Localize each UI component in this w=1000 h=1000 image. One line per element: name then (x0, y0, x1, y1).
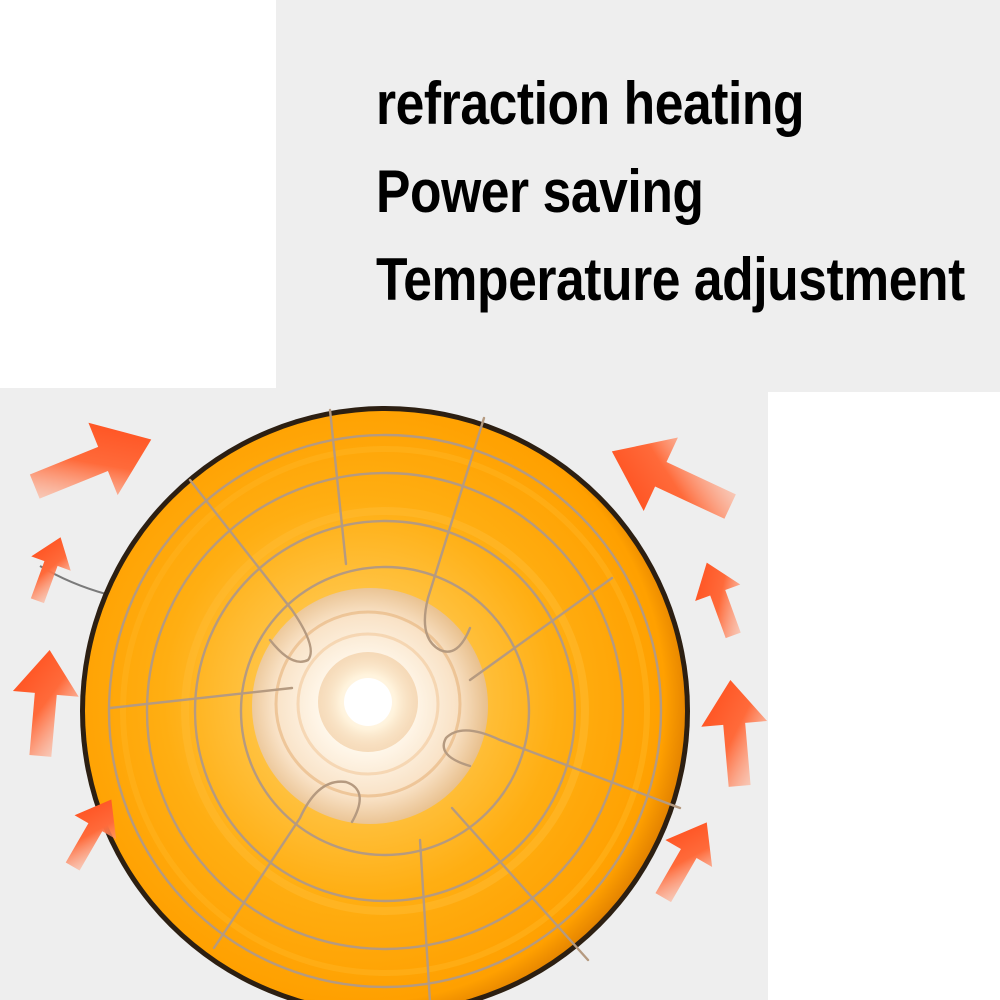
heat-lamp-illustration (7, 403, 768, 1000)
wire-guard-icon (107, 408, 682, 1000)
heat-arrow-icon (17, 530, 81, 608)
feature-power-saving: Power saving (376, 158, 704, 225)
feature-temperature-adjustment: Temperature adjustment (376, 246, 965, 313)
heat-arrow-icon (697, 677, 768, 789)
feature-list: refraction heating Power saving Temperat… (376, 60, 1000, 324)
heat-arrow-icon (684, 554, 756, 644)
feature-refraction-heating: refraction heating (376, 70, 805, 137)
bulb-icon (252, 588, 488, 824)
heat-arrow-icon (20, 403, 166, 523)
text-panel (276, 0, 1000, 392)
heat-arrow-icon (7, 647, 83, 759)
